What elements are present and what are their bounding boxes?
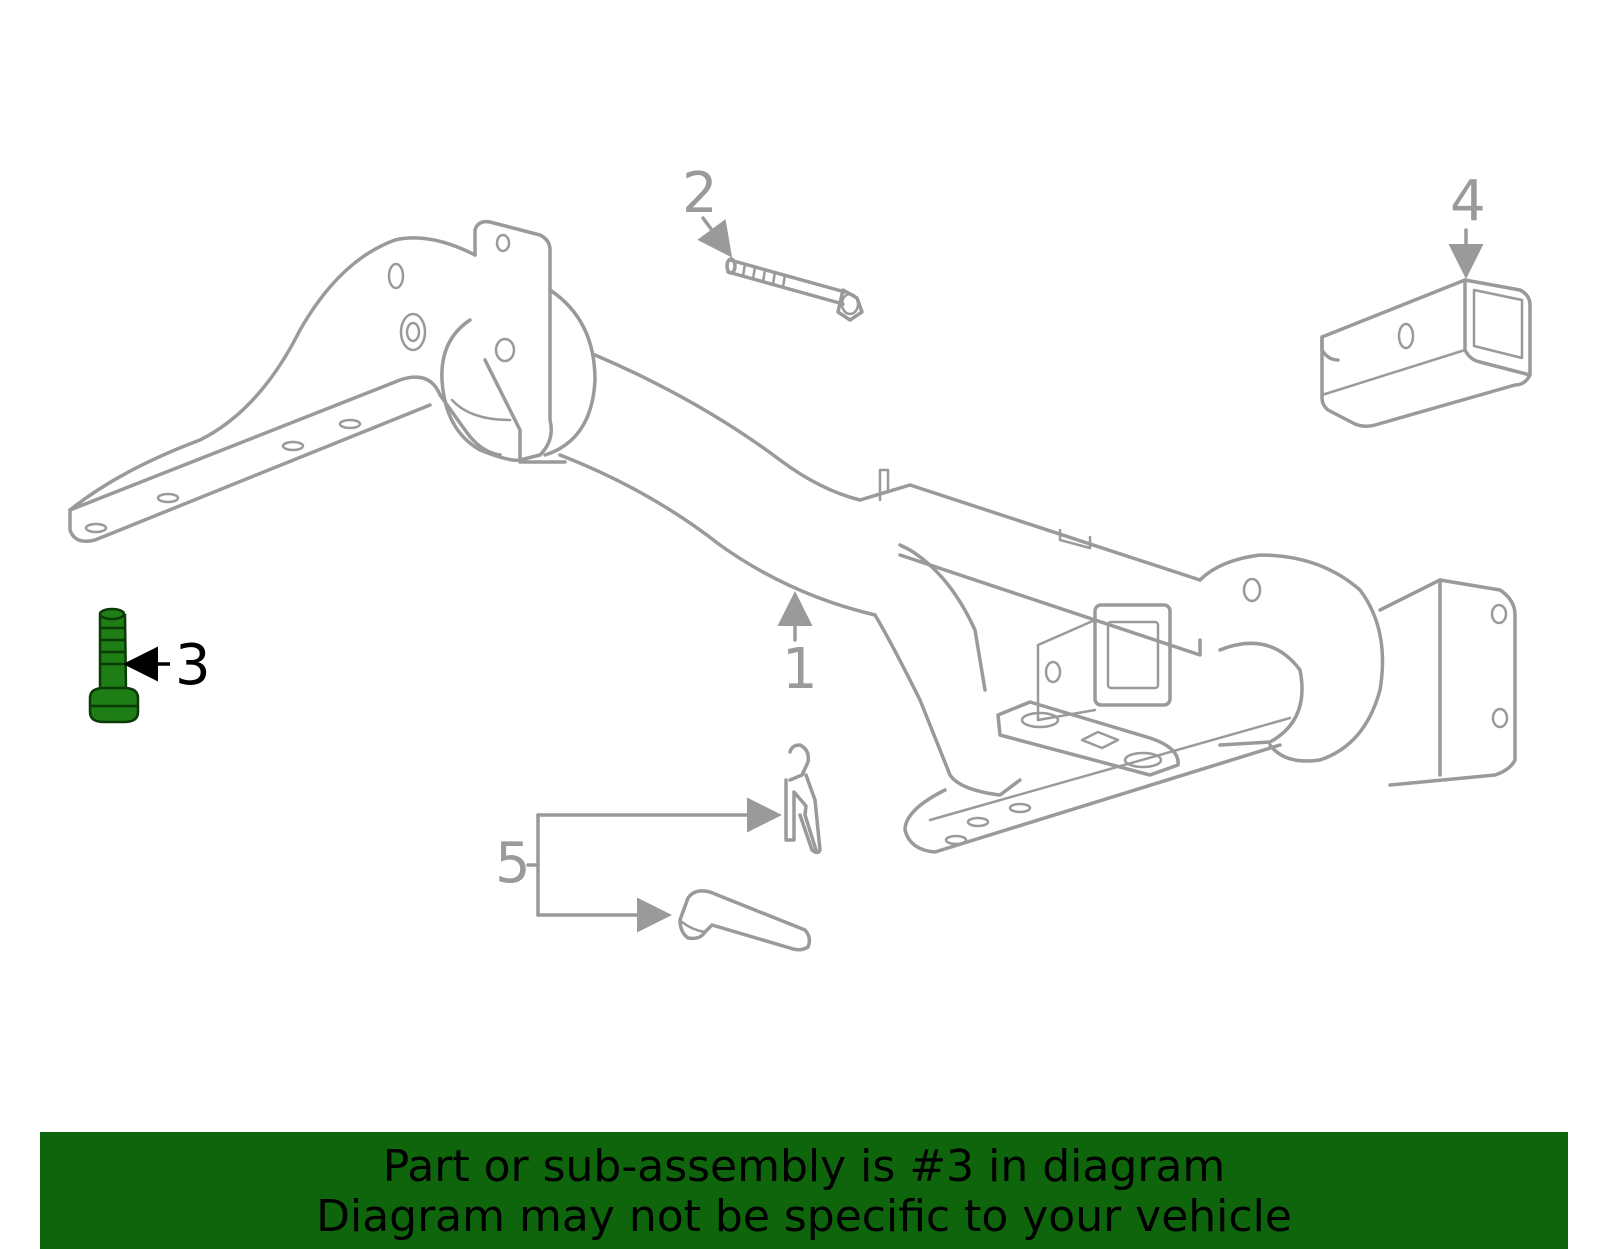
hitch-crossmember-part-1[interactable]	[68, 219, 1517, 854]
callout-5: 5	[495, 831, 531, 896]
hitch-pin-clip-part-5[interactable]	[526, 743, 822, 952]
bolt-part-2[interactable]	[725, 257, 864, 322]
flange-bolt-part-3[interactable]	[88, 607, 140, 724]
banner-line-1: Part or sub-assembly is #3 in diagram	[382, 1141, 1226, 1192]
callout-1: 1	[782, 637, 818, 702]
callout-4: 4	[1450, 169, 1486, 234]
leader-2	[697, 216, 733, 258]
reinforcement-tube-part-4[interactable]	[1320, 278, 1532, 429]
info-banner: Part or sub-assembly is #3 in diagram Di…	[40, 1132, 1568, 1249]
callout-3: 3	[175, 633, 211, 698]
banner-line-2: Diagram may not be specific to your vehi…	[316, 1191, 1292, 1242]
callout-2: 2	[682, 161, 718, 226]
